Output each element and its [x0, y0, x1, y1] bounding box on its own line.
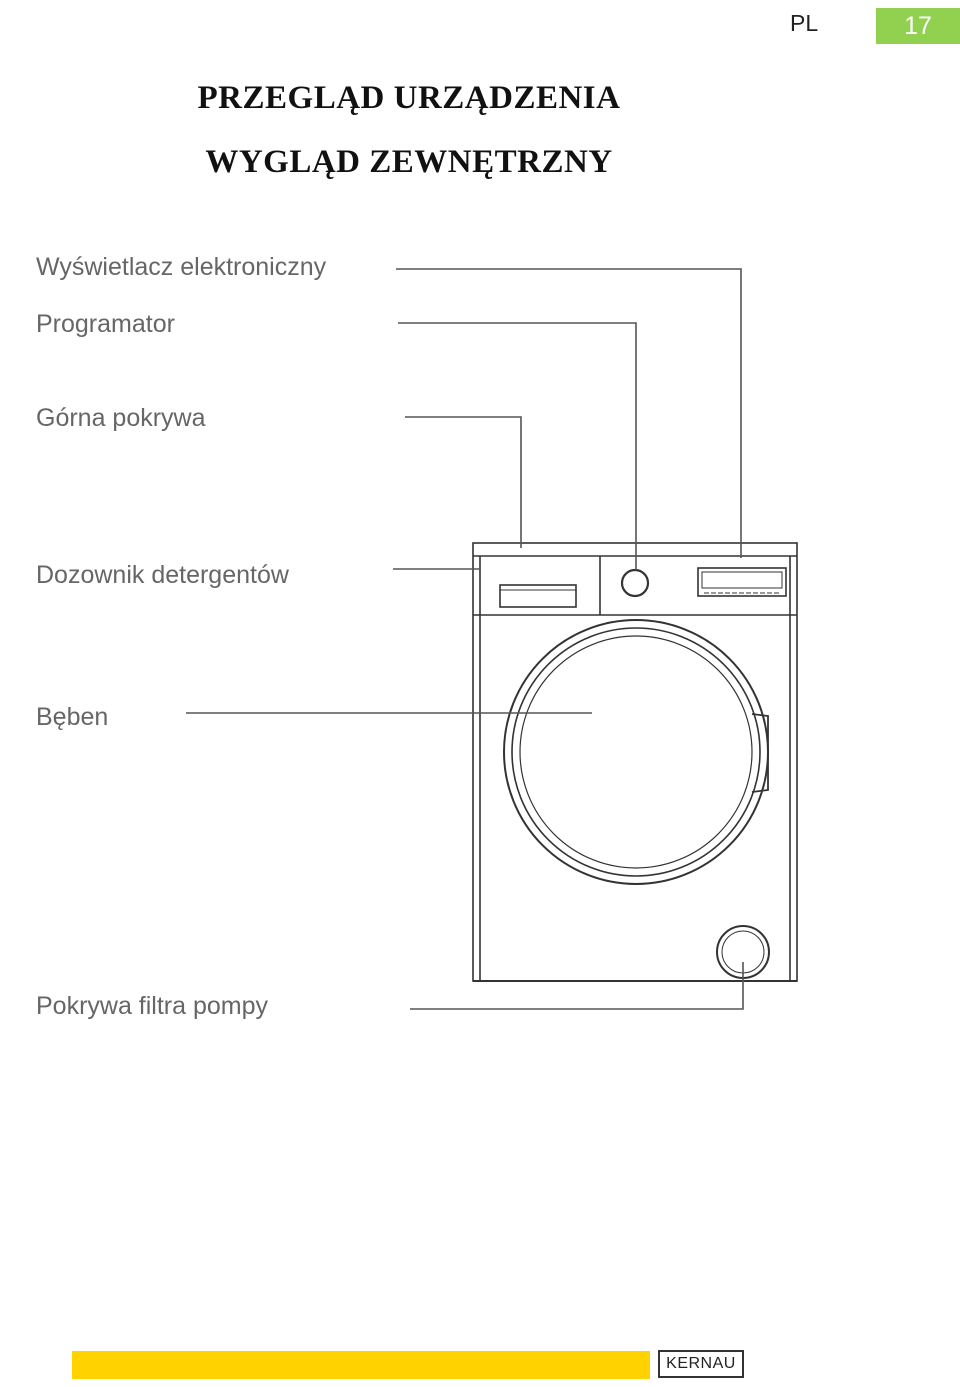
- washing-machine-icon: [472, 542, 798, 982]
- leader-pump-filter-cover: [410, 962, 744, 1010]
- drum-glass: [519, 635, 753, 869]
- label-detergent-dispenser: Dozownik detergentów: [36, 561, 289, 589]
- door-outer-ring: [503, 619, 769, 885]
- leader-lines: [186, 268, 744, 1010]
- leader-programmer: [398, 322, 637, 570]
- leader-display: [396, 268, 742, 558]
- door-inner-ring: [511, 627, 761, 877]
- machine-body: [472, 542, 798, 982]
- label-top-cover: Górna pokrywa: [36, 404, 206, 432]
- door-handle: [751, 713, 769, 793]
- label-drum: Bęben: [36, 703, 109, 731]
- label-display: Wyświetlacz elektroniczny: [36, 253, 327, 281]
- brand-logo: KERNAU: [658, 1350, 744, 1378]
- label-pump-filter-cover: Pokrywa filtra pompy: [36, 992, 269, 1020]
- label-programmer: Programator: [36, 310, 175, 338]
- leader-top-cover: [405, 416, 522, 548]
- section-title: PRZEGLĄD URZĄDZENIA: [197, 80, 621, 116]
- page-number-badge: 17: [876, 8, 960, 44]
- subsection-title: WYGLĄD ZEWNĘTRZNY: [205, 144, 613, 180]
- language-code: PL: [790, 10, 819, 36]
- display-panel: [697, 567, 787, 597]
- detergent-drawer: [499, 584, 577, 608]
- footer-bar: [72, 1351, 650, 1379]
- program-knob: [620, 568, 650, 598]
